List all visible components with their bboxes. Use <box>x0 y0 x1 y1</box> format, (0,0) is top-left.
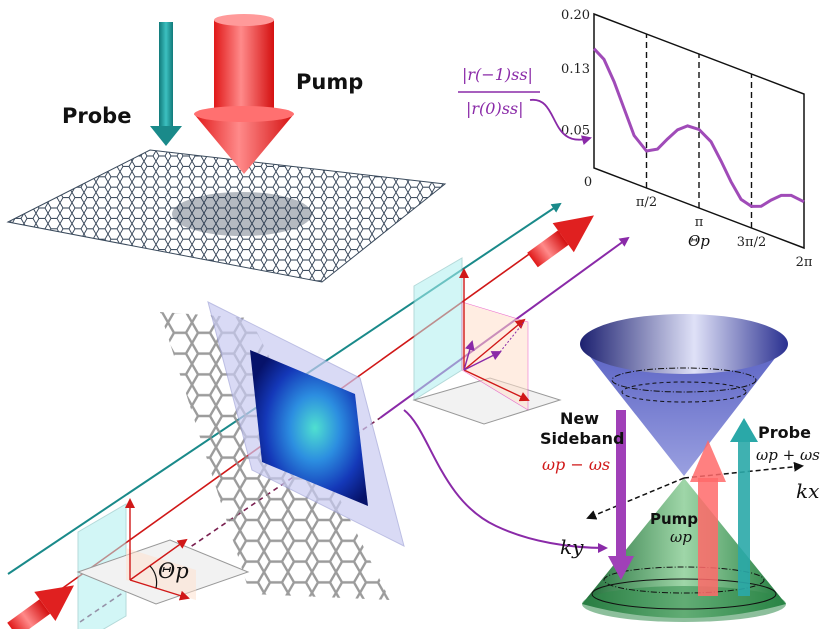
plot-y-tick-1: 0.13 <box>561 62 590 77</box>
ky-axis <box>586 477 685 520</box>
pump-transition-arrow <box>690 440 726 596</box>
pump-arrow-top <box>194 14 294 174</box>
sideband-transition-arrow <box>608 410 634 580</box>
plot-dashed-lines <box>645 34 753 228</box>
plot-y-tick-0: 0.20 <box>561 8 590 23</box>
pump-arrow-out <box>527 215 594 268</box>
probe-arrow-top <box>150 22 182 146</box>
input-polarization-planes <box>76 498 250 629</box>
field-map <box>250 350 368 506</box>
ratio-denominator: |r(0)ss| <box>466 99 524 118</box>
cone-lower <box>582 478 786 618</box>
probe-frequency: ωp + ωs <box>756 446 820 464</box>
plot-y-tick-2: 0.05 <box>561 124 590 139</box>
theta-p-label: Θp <box>158 559 189 583</box>
pump-label-top: Pump <box>296 70 363 94</box>
probe-transition-arrow <box>730 418 758 596</box>
ratio-curve <box>592 47 805 208</box>
pump-cone-label: Pump <box>650 510 698 528</box>
graphene-sheet <box>6 149 447 283</box>
ratio-numerator: |r(−1)ss| <box>462 65 533 84</box>
ratio-plot: 0.20 0.13 0.05 0 π/2 π 3π/2 2π Θp <box>561 8 813 270</box>
kx-label: kx <box>796 479 819 503</box>
ratio-pointer <box>529 99 592 145</box>
plot-x-ticks: 0 π/2 π 3π/2 2π <box>584 162 813 270</box>
pump-arrow-in <box>7 585 74 629</box>
plot-y-ticks: 0.20 0.13 0.05 <box>561 8 590 139</box>
ky-label: ky <box>560 535 584 559</box>
ratio-formula: |r(−1)ss| |r(0)ss| <box>458 65 592 145</box>
cone-upper <box>580 344 786 476</box>
plot-x-tick-0: 0 <box>584 175 592 190</box>
probe-label-top: Probe <box>62 104 131 128</box>
sheet-dimple <box>172 192 312 236</box>
plot-x-tick-2: π <box>695 215 704 230</box>
probe-cone-label: Probe <box>758 423 811 442</box>
plot-x-tick-1: π/2 <box>636 195 657 210</box>
new-sideband-label: New <box>560 409 599 428</box>
plot-x-tick-4: 2π <box>796 255 813 270</box>
cone-upper-rim <box>580 314 788 374</box>
plot-xlabel: Θp <box>688 232 710 250</box>
sideband-frequency: ωp − ωs <box>542 455 610 474</box>
pump-frequency: ωp <box>670 528 692 546</box>
new-sideband-label-2: Sideband <box>540 429 624 448</box>
graphene-sheet-group <box>6 149 447 283</box>
output-polarization-planes <box>412 257 562 425</box>
plot-x-tick-3: 3π/2 <box>737 235 766 250</box>
sideband-connector <box>403 409 608 553</box>
dirac-cones <box>580 314 788 622</box>
